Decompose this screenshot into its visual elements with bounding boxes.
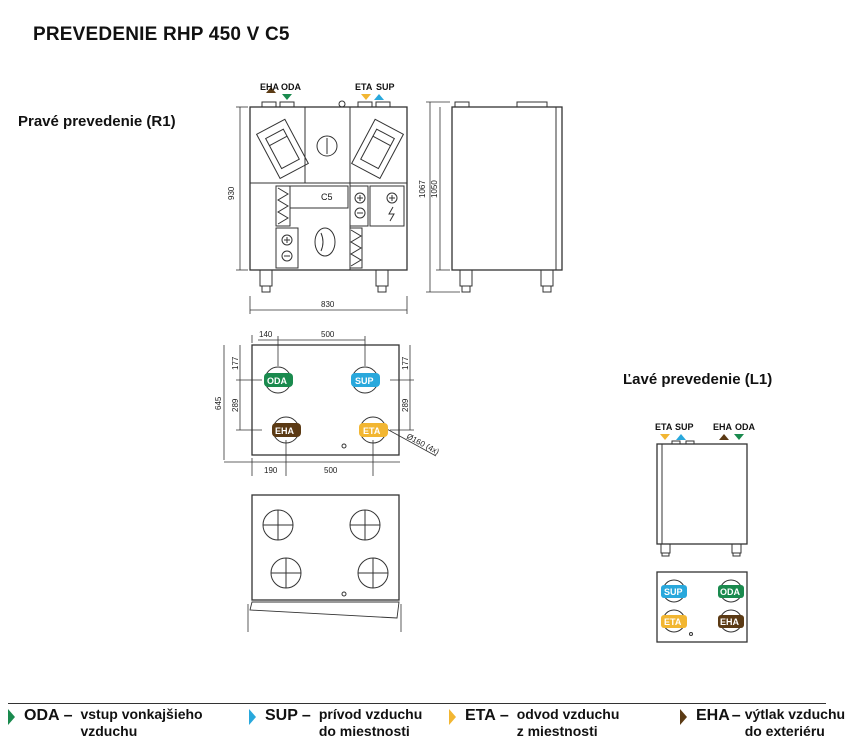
legend-dash: – <box>731 707 741 724</box>
legend-dash: – <box>499 707 509 724</box>
legend-desc-line-2: vzduchu <box>80 723 138 739</box>
page-title: PREVEDENIE RHP 450 V C5 <box>33 24 290 45</box>
legend-code: ETA <box>465 707 496 724</box>
legend-desc-line-2: z miestnosti <box>516 723 598 739</box>
legend-desc-line-1: odvod vzduchu <box>516 706 620 722</box>
svg-text:SUP: SUP <box>664 587 683 597</box>
left-variant-view: ETA SUP EHA ODA SUP ODA ETA EHA <box>655 422 756 643</box>
legend-dash: – <box>301 707 311 724</box>
top-dim-140: 140 <box>259 330 273 339</box>
legend-desc-line-1: prívod vzduchu <box>318 706 423 722</box>
top-view-housing <box>251 344 400 456</box>
left-eha-tag <box>718 615 744 628</box>
top-dim-right-289: 289 <box>401 398 410 412</box>
eha-arrow-left <box>719 434 729 440</box>
front-height-dim: 930 <box>227 186 236 200</box>
front-top-label-eta: ETA <box>355 82 373 92</box>
svg-text:ODA: ODA <box>267 376 288 386</box>
front-view: EHA ODA ETA SUP C5 <box>227 82 408 314</box>
oda-triangle-icon <box>8 709 15 725</box>
legend-desc: výtlak vzduchu do exteriéru <box>745 706 845 740</box>
right-variant-label: Pravé prevedenie (R1) <box>18 113 176 130</box>
bottom-plan-housing <box>251 494 400 601</box>
top-dim-645: 645 <box>214 396 223 410</box>
module-label: C5 <box>321 192 333 202</box>
top-dim-left-177: 177 <box>231 356 240 370</box>
eha-arrow-front <box>266 87 276 93</box>
front-top-label-eha: EHA <box>260 82 280 92</box>
front-top-label-sup: SUP <box>376 82 395 92</box>
legend-item-sup: SUP – prívod vzduchu do miestnosti <box>249 706 422 740</box>
left-top-label-sup: SUP <box>675 422 694 432</box>
front-width-dim: 830 <box>321 300 335 309</box>
legend-desc: prívod vzduchu do miestnosti <box>319 706 422 740</box>
top-dim-500: 500 <box>321 330 335 339</box>
eta-port-tag <box>359 423 388 437</box>
top-dim-right-177: 177 <box>401 356 410 370</box>
eta-arrow-front <box>361 94 371 100</box>
left-top-label-eta: ETA <box>655 422 673 432</box>
legend-code: SUP <box>265 707 298 724</box>
svg-text:SUP: SUP <box>355 376 374 386</box>
left-housing <box>656 443 748 545</box>
top-dim-left-289: 289 <box>231 398 240 412</box>
bottom-plan-view <box>247 494 402 632</box>
legend-desc-line-2: do miestnosti <box>318 723 410 739</box>
svg-text:ETA: ETA <box>363 426 381 436</box>
left-eta-tag <box>661 615 687 628</box>
top-dim-diameter: Ø160 (4x) <box>405 432 441 457</box>
front-housing <box>249 106 408 271</box>
legend-dash: – <box>63 707 73 724</box>
oda-port-tag <box>264 373 293 387</box>
eta-triangle-icon <box>449 709 456 725</box>
oda-arrow-left <box>734 434 744 440</box>
front-top-label-oda: ODA <box>281 82 302 92</box>
left-variant-label: Ľavé prevedenie (L1) <box>623 371 773 388</box>
legend-item-eta: ETA – odvod vzduchu z miestnosti <box>449 706 619 740</box>
legend-divider <box>8 703 826 704</box>
svg-text:EHA: EHA <box>275 426 295 436</box>
left-top-label-oda: ODA <box>735 422 756 432</box>
top-dim-190: 190 <box>264 466 278 475</box>
side-dim-1067: 1067 <box>418 180 427 198</box>
eha-port-tag <box>272 423 301 437</box>
legend-desc-line-1: výtlak vzduchu <box>744 706 846 722</box>
left-top-plan <box>656 571 748 643</box>
sup-port-tag <box>351 373 380 387</box>
svg-text:ODA: ODA <box>720 587 741 597</box>
svg-text:EHA: EHA <box>720 617 740 627</box>
legend-code: EHA <box>696 707 730 724</box>
svg-text:ETA: ETA <box>664 617 682 627</box>
left-oda-tag <box>718 585 744 598</box>
top-view: 140 500 177 289 645 177 289 190 500 <box>214 330 441 476</box>
side-housing <box>451 106 563 271</box>
technical-drawing: EHA ODA ETA SUP C5 <box>214 82 756 643</box>
sup-arrow-front <box>374 94 384 100</box>
eha-triangle-icon <box>680 709 687 725</box>
oda-arrow-front <box>282 94 292 100</box>
legend-code: ODA <box>24 707 60 724</box>
legend-desc-line-2: do exteriéru <box>744 723 825 739</box>
left-top-label-eha: EHA <box>713 422 733 432</box>
legend-desc: odvod vzduchu z miestnosti <box>517 706 620 740</box>
legend-desc-line-1: vstup vonkajšieho <box>80 706 203 722</box>
legend-item-eha: EHA – výtlak vzduchu do exteriéru <box>680 706 845 740</box>
side-dim-1050: 1050 <box>430 180 439 198</box>
eta-arrow-left <box>660 434 670 440</box>
sup-triangle-icon <box>249 709 256 725</box>
sup-arrow-left <box>676 434 686 440</box>
side-view: 1067 1050 <box>418 101 563 293</box>
legend-desc: vstup vonkajšieho vzduchu <box>80 706 202 740</box>
top-dim-bottom-500: 500 <box>324 466 338 475</box>
legend-item-oda: ODA – vstup vonkajšieho vzduchu <box>8 706 203 740</box>
left-sup-tag <box>661 585 687 598</box>
